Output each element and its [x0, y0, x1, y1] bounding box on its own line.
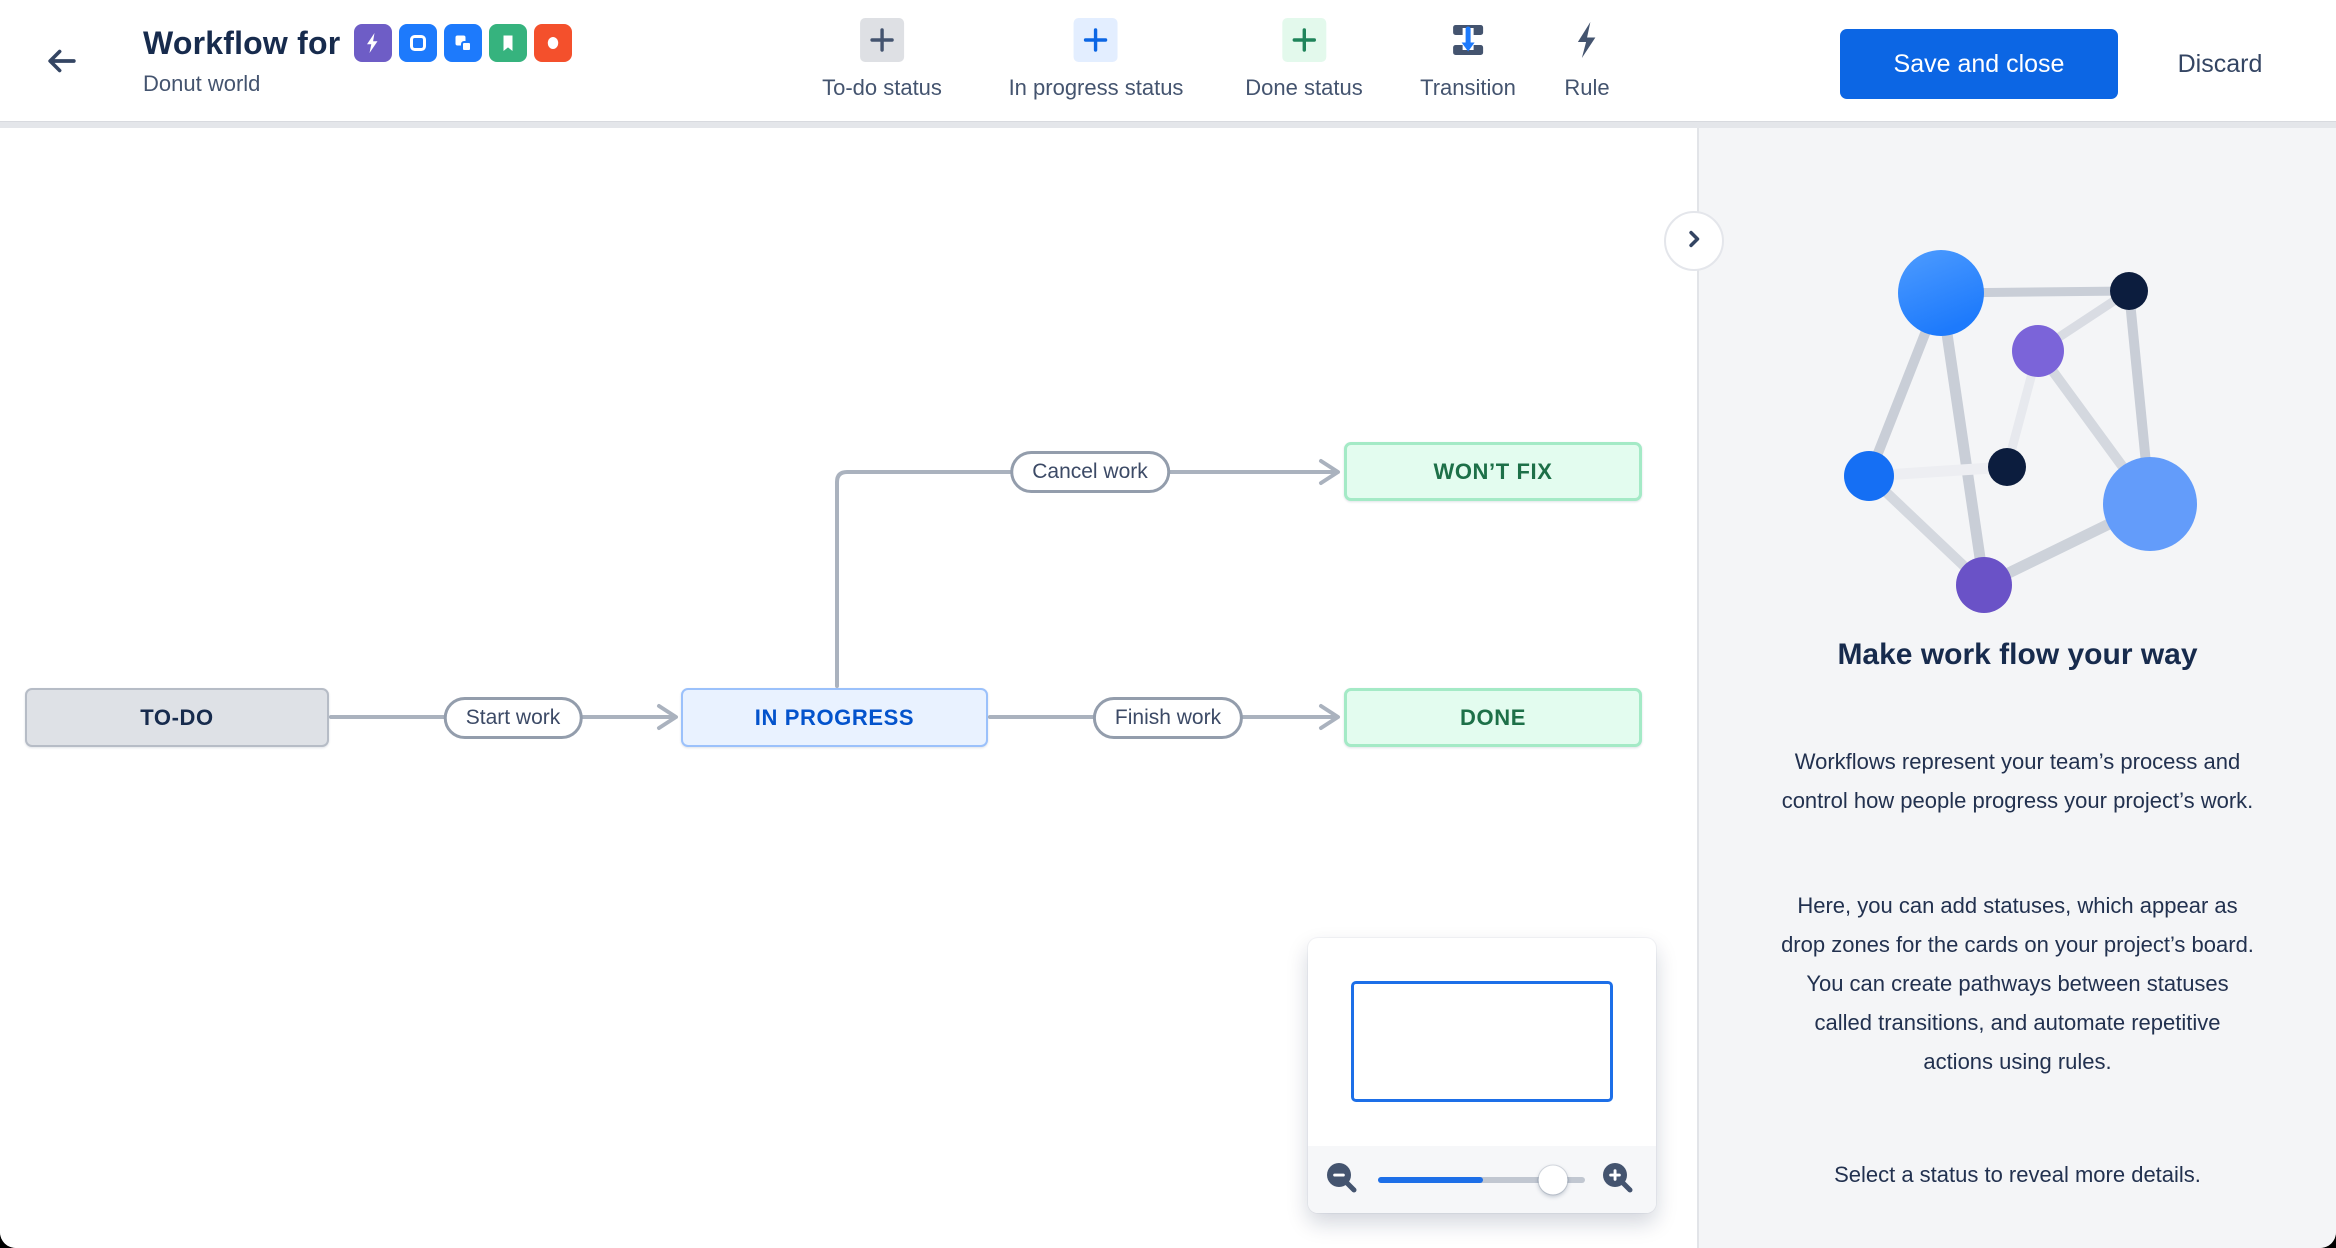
panel-heading: Make work flow your way [1837, 638, 2198, 671]
minimap [1308, 938, 1656, 1213]
discard-button[interactable]: Discard [2160, 29, 2280, 99]
status-node-todo[interactable]: TO-DO [25, 688, 329, 747]
circle-icon [534, 24, 573, 62]
transition-connectors [329, 459, 1340, 730]
minimap-viewport[interactable] [1351, 981, 1613, 1102]
network-graph-illustration [1832, 228, 2212, 633]
zoom-slider[interactable] [1378, 1146, 1585, 1213]
transition-finish-work[interactable]: Finish work [1092, 697, 1244, 739]
tool-label: Rule [1564, 75, 1610, 100]
status-node-done[interactable]: DONE [1344, 688, 1642, 747]
project-name: Donut world [143, 71, 261, 96]
status-label: WON’T FIX [1433, 458, 1553, 484]
header-divider [0, 121, 2336, 128]
transition-cancel-work[interactable]: Cancel work [1010, 451, 1170, 493]
zoom-slider-handle[interactable] [1538, 1165, 1568, 1195]
status-node-in-progress[interactable]: IN PROGRESS [681, 688, 988, 747]
panel-paragraph: Workflows represent your team’s process … [1781, 749, 2254, 813]
chevron-right-icon [1680, 225, 1708, 258]
lightning-icon [1565, 18, 1609, 62]
transition-icon [1446, 18, 1490, 62]
plus-icon [860, 18, 904, 62]
transition-start-work[interactable]: Start work [443, 697, 583, 739]
tool-label: Transition [1420, 75, 1516, 100]
status-label: TO-DO [140, 704, 214, 730]
minimap-zoom-bar [1308, 1146, 1656, 1213]
add-done-status-button[interactable]: Done status [1245, 18, 1363, 101]
zoom-in-button[interactable] [1599, 1161, 1637, 1199]
header: Workflow for [0, 0, 2336, 121]
back-button[interactable] [40, 40, 84, 84]
add-inprogress-status-button[interactable]: In progress status [1008, 18, 1184, 101]
title-block: Workflow for [143, 24, 573, 97]
status-node-wont-fix[interactable]: WON’T FIX [1344, 442, 1642, 501]
add-transition-button[interactable]: Transition [1420, 18, 1516, 101]
plus-icon [1282, 18, 1326, 62]
page-title: Workflow for [143, 24, 341, 61]
status-label: IN PROGRESS [754, 704, 915, 730]
tool-label: In progress status [1008, 75, 1184, 100]
zoom-out-button[interactable] [1323, 1161, 1361, 1199]
add-rule-button[interactable]: Rule [1564, 18, 1610, 101]
zoom-in-icon [1600, 1160, 1636, 1199]
plus-icon [1074, 18, 1118, 62]
tool-label: To-do status [822, 75, 942, 100]
save-and-close-button[interactable]: Save and close [1840, 29, 2118, 99]
zoom-slider-fill [1378, 1177, 1483, 1183]
bolt-icon [354, 24, 393, 62]
panel-paragraph: Select a status to reveal more details. [1834, 1162, 2201, 1187]
panel-paragraph: Here, you can add statuses, which appear… [1781, 893, 2254, 1074]
panel-collapse-button[interactable] [1664, 211, 1724, 271]
bookmark-icon [489, 24, 528, 62]
arrow-left-icon [43, 42, 81, 83]
zoom-out-icon [1324, 1160, 1360, 1199]
status-label: DONE [1460, 704, 1526, 730]
issue-type-icons [354, 24, 573, 62]
subtask-icon [444, 24, 483, 62]
add-todo-status-button[interactable]: To-do status [822, 18, 942, 101]
help-panel: Make work flow your way Workflows repres… [1697, 128, 2336, 1248]
tool-label: Done status [1245, 75, 1363, 100]
story-icon [399, 24, 438, 62]
